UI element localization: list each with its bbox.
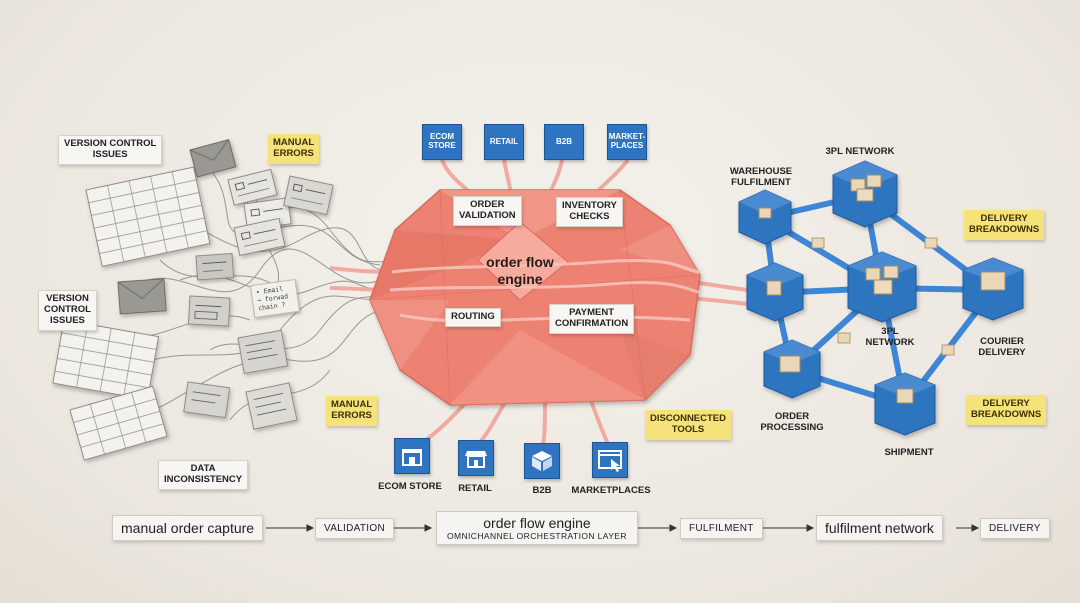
label-ecom-store-bottom: ECOM STORE (378, 481, 442, 492)
label-shipment: SHIPMENT (884, 447, 934, 458)
sticky-disconnected-tools: DISCONNECTED TOOLS (645, 410, 732, 440)
engine-title: order flow engine (486, 254, 554, 287)
node-order-processing (763, 339, 821, 399)
spreadsheet-doc-1 (85, 166, 211, 267)
network-nodes (738, 160, 1024, 436)
channel-b2b-top[interactable]: B2B (544, 124, 584, 160)
flow-fulfilment: FULFILMENT (680, 518, 763, 539)
engine-ribbons (389, 259, 701, 323)
label-3pl-network-top: 3PL NETWORK (825, 146, 895, 157)
label-courier-delivery: COURIER DELIVERY (978, 336, 1026, 358)
label-order-validation: ORDER VALIDATION (453, 196, 522, 226)
label-inventory-checks: INVENTORY CHECKS (556, 197, 623, 227)
form-card (227, 168, 278, 206)
label-3pl-network-center: 3PL NETWORK (865, 326, 915, 348)
label-version-control-issues-mid: VERSION CONTROL ISSUES (38, 290, 97, 331)
label-routing: ROUTING (445, 308, 501, 327)
label-payment-confirmation: PAYMENT CONFIRMATION (549, 304, 635, 334)
parcel-boxes (811, 237, 955, 356)
channel-retail-top[interactable]: RETAIL (484, 124, 524, 160)
form-card (183, 381, 231, 419)
spreadsheet-doc-2 (52, 319, 160, 401)
browser-cursor-icon (598, 450, 622, 472)
label-retail-bottom: RETAIL (458, 483, 492, 494)
flow-order-flow-engine: order flow engine OMNICHANNEL ORCHESTRAT… (436, 511, 638, 545)
channel-b2b-bottom[interactable] (524, 443, 560, 479)
flow-manual-order-capture: manual order capture (112, 515, 264, 541)
label-version-control-issues-top: VERSION CONTROL ISSUES (58, 135, 163, 165)
flow-engine-title: order flow engine (483, 515, 591, 531)
node-3pl-center (847, 251, 917, 323)
storefront-icon (402, 449, 422, 466)
node-left-mid (746, 262, 804, 322)
channel-retail-bottom[interactable] (458, 440, 494, 476)
form-card (283, 175, 334, 216)
spreadsheet-doc-3 (69, 385, 168, 461)
channel-marketplaces-bottom[interactable] (592, 442, 628, 478)
label-b2b-bottom: B2B (532, 485, 552, 496)
envelope-icon (189, 139, 237, 178)
retail-shop-icon (465, 451, 487, 468)
label-order-processing: ORDER PROCESSING (760, 411, 824, 433)
flow-engine-subtitle: OMNICHANNEL ORCHESTRATION LAYER (447, 531, 627, 541)
sticky-delivery-breakdowns-top: DELIVERY BREAKDOWNS (964, 210, 1045, 240)
package-box-icon (532, 451, 552, 471)
order-flow-engine-shape (369, 189, 701, 406)
channel-ecom-store-top[interactable]: ECOM STORE (422, 124, 462, 160)
node-shipment (874, 372, 936, 436)
sticky-manual-errors-bottom: MANUAL ERRORS (326, 396, 378, 426)
flow-validation: VALIDATION (315, 518, 394, 539)
flow-arrows (266, 524, 980, 532)
form-card (237, 329, 289, 375)
form-card (233, 217, 286, 256)
form-card (188, 295, 231, 327)
flow-delivery: DELIVERY (980, 518, 1050, 539)
form-card (245, 382, 298, 430)
envelope-icon (117, 278, 167, 315)
handwritten-note: • Email → forwad chain ? (249, 278, 301, 319)
channel-ecom-store-bottom[interactable] (394, 438, 430, 474)
node-3pl-top (832, 160, 898, 228)
channel-marketplaces-top[interactable]: MARKET- PLACES (607, 124, 647, 160)
label-data-inconsistency: DATA INCONSISTENCY (158, 460, 249, 490)
node-courier (962, 257, 1024, 321)
label-marketplaces-bottom: MARKETPLACES (571, 485, 651, 496)
sticky-manual-errors-top: MANUAL ERRORS (268, 134, 320, 164)
label-warehouse-fulfilment: WAREHOUSE FULFILMENT (729, 166, 793, 188)
sticky-delivery-breakdowns-bottom: DELIVERY BREAKDOWNS (966, 395, 1047, 425)
form-card (195, 252, 235, 281)
node-warehouse (738, 189, 792, 245)
flow-fulfilment-network: fulfilment network (816, 515, 943, 541)
